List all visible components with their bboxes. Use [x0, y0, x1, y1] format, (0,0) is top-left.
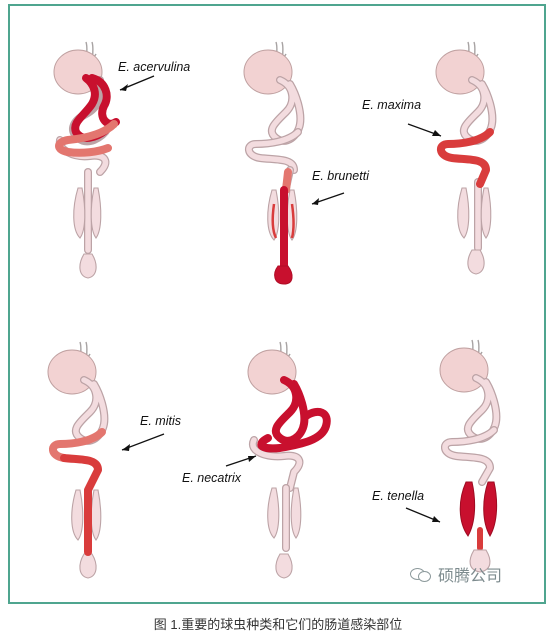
label-e-brunetti: E. brunetti	[311, 169, 370, 205]
svg-text:E. tenella: E. tenella	[372, 489, 424, 503]
label-e-acervulina: E. acervulina	[118, 60, 190, 91]
panel-e-brunetti	[243, 41, 305, 285]
svg-text:E. acervulina: E. acervulina	[118, 60, 190, 74]
watermark-text: 硕腾公司	[438, 568, 503, 585]
svg-text:E. brunetti: E. brunetti	[312, 169, 370, 183]
svg-text:E. mitis: E. mitis	[140, 414, 181, 428]
watermark: 硕腾公司	[410, 562, 502, 586]
panel-e-acervulina	[53, 41, 120, 279]
svg-text:E. maxima: E. maxima	[362, 98, 421, 112]
figure-caption: 图 1.重要的球虫种类和它们的肠道感染部位	[153, 617, 403, 632]
svg-text:E. necatrix: E. necatrix	[182, 471, 242, 485]
label-e-maxima: E. maxima	[362, 98, 442, 137]
label-e-necatrix: E. necatrix	[182, 455, 257, 485]
panel-e-maxima	[435, 41, 497, 275]
wechat-bubble-icon	[410, 566, 432, 582]
panel-e-tenella	[439, 339, 501, 573]
panel-e-necatrix	[247, 341, 331, 579]
label-e-tenella: E. tenella	[372, 489, 441, 523]
label-e-mitis: E. mitis	[121, 414, 181, 451]
panel-e-mitis	[47, 341, 109, 579]
